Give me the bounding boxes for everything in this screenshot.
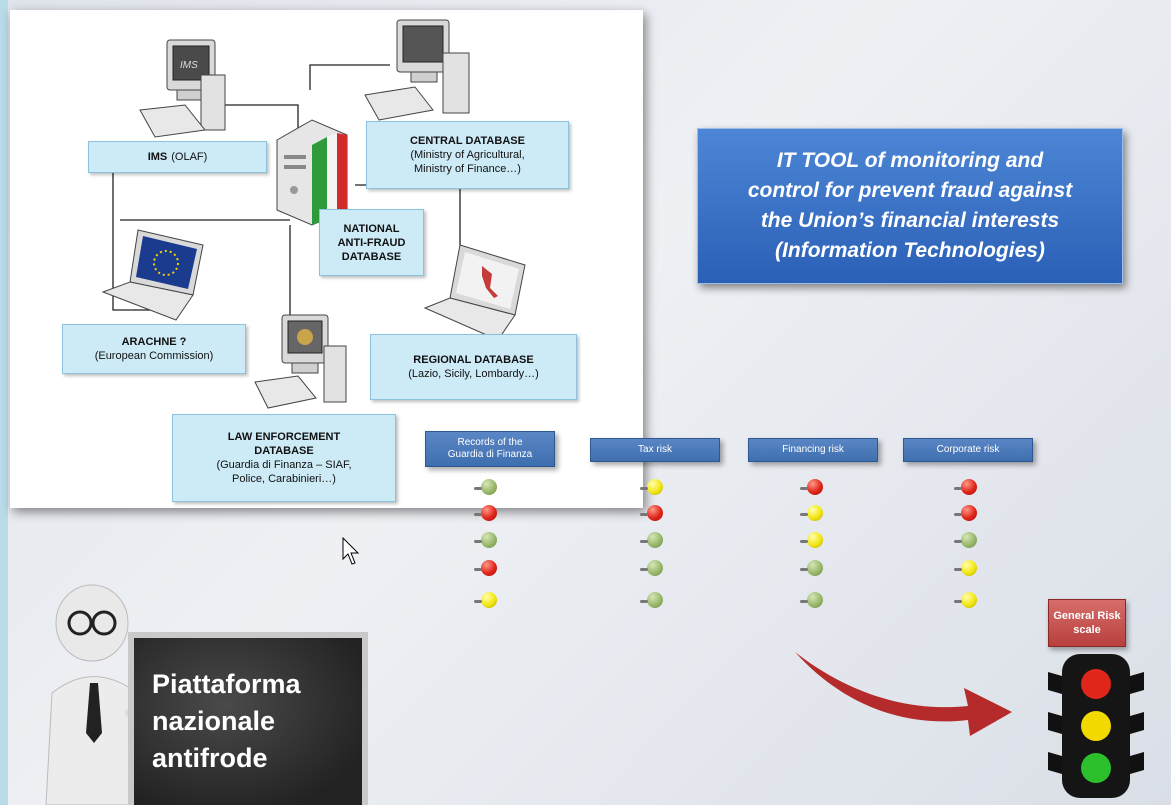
risk-light-yellow (800, 532, 823, 548)
node-central-line1: (Ministry of Agricultural, (410, 149, 525, 161)
node-national-line1: NATIONAL (343, 222, 400, 235)
risk-header-corporate-label: Corporate risk (936, 444, 1000, 455)
risk-header-financing-label: Financing risk (782, 444, 844, 455)
risk-light-yellow (474, 592, 497, 608)
risk-light-red (954, 479, 977, 495)
general-risk-line1: General Risk (1053, 610, 1121, 622)
risk-light-yellow (954, 592, 977, 608)
risk-light-green (954, 532, 977, 548)
risk-light-green (640, 592, 663, 608)
traffic-light-icon (1048, 654, 1144, 798)
risk-light-green (640, 532, 663, 548)
risk-header-records-line1: Records of the (457, 437, 523, 448)
risk-header-corporate: Corporate risk (903, 438, 1033, 462)
node-arachne: ARACHNE ? (European Commission) (62, 324, 246, 374)
it-tool-banner: IT TOOL of monitoring and control for pr… (697, 128, 1123, 284)
it-tool-line3: the Union’s financial interests (760, 209, 1060, 232)
node-central-database: CENTRAL DATABASE (Ministry of Agricultur… (366, 121, 569, 189)
node-central-title: CENTRAL DATABASE (410, 135, 525, 147)
node-national-line3: DATABASE (341, 250, 402, 263)
risk-header-financing: Financing risk (748, 438, 878, 462)
laptop-icon (423, 244, 526, 341)
node-law-line4: Police, Carabinieri…) (232, 473, 336, 485)
node-law-enforcement: LAW ENFORCEMENT DATABASE (Guardia di Fin… (172, 414, 396, 502)
computer-icon: IMS (139, 39, 226, 138)
general-risk-scale-label: General Risk scale (1048, 599, 1126, 647)
risk-header-tax: Tax risk (590, 438, 720, 462)
risk-light-yellow (640, 479, 663, 495)
risk-light-green (800, 560, 823, 576)
risk-light-red (474, 560, 497, 576)
node-arachne-sub: (European Commission) (94, 350, 214, 362)
risk-light-red (640, 505, 663, 521)
risk-header-records-line2: Guardia di Finanza (447, 449, 533, 460)
node-ims-sub: (OLAF) (171, 151, 208, 163)
ims-screen-label: IMS (180, 60, 198, 71)
it-tool-line1: IT TOOL of monitoring and (776, 149, 1044, 172)
node-regional-database: REGIONAL DATABASE (Lazio, Sicily, Lombar… (370, 334, 577, 400)
risk-header-tax-label: Tax risk (638, 444, 672, 455)
blackboard: Piattaforma nazionale antifrode (128, 632, 368, 805)
it-tool-line4: (Information Technologies) (775, 239, 1045, 262)
node-ims: IMS (OLAF) (88, 141, 267, 173)
board-line1: Piattaforma (152, 669, 301, 699)
network-diagram: IMS (10, 10, 643, 508)
risk-light-green (474, 479, 497, 495)
node-ims-title: IMS (147, 151, 168, 163)
risk-light-yellow (800, 505, 823, 521)
mouse-cursor-icon (342, 537, 360, 565)
node-regional-title: REGIONAL DATABASE (413, 354, 534, 366)
risk-light-green (800, 592, 823, 608)
node-law-line1: LAW ENFORCEMENT (227, 431, 341, 443)
computer-icon (364, 19, 470, 121)
risk-light-green (474, 532, 497, 548)
node-central-line2: Ministry of Finance…) (414, 163, 521, 175)
board-line3: antifrode (152, 743, 268, 773)
risk-light-yellow (954, 560, 977, 576)
risk-light-red (800, 479, 823, 495)
risk-light-green (640, 560, 663, 576)
risk-light-red (474, 505, 497, 521)
arrow-icon (795, 652, 1012, 736)
laptop-icon (101, 229, 204, 321)
risk-light-red (954, 505, 977, 521)
left-strip (0, 0, 8, 805)
server-icon (276, 119, 348, 226)
node-national-database: NATIONAL ANTI-FRAUD DATABASE (319, 209, 424, 276)
node-law-line2: DATABASE (254, 445, 314, 457)
board-line2: nazionale (152, 706, 276, 736)
general-risk-line2: scale (1073, 624, 1101, 636)
node-national-line2: ANTI-FRAUD (337, 236, 406, 249)
node-arachne-title: ARACHNE ? (121, 336, 187, 348)
node-regional-sub: (Lazio, Sicily, Lombardy…) (408, 368, 539, 380)
computer-icon (254, 314, 347, 409)
node-law-line3: (Guardia di Finanza – SIAF, (216, 459, 352, 471)
it-tool-line2: control for prevent fraud against (747, 179, 1073, 202)
